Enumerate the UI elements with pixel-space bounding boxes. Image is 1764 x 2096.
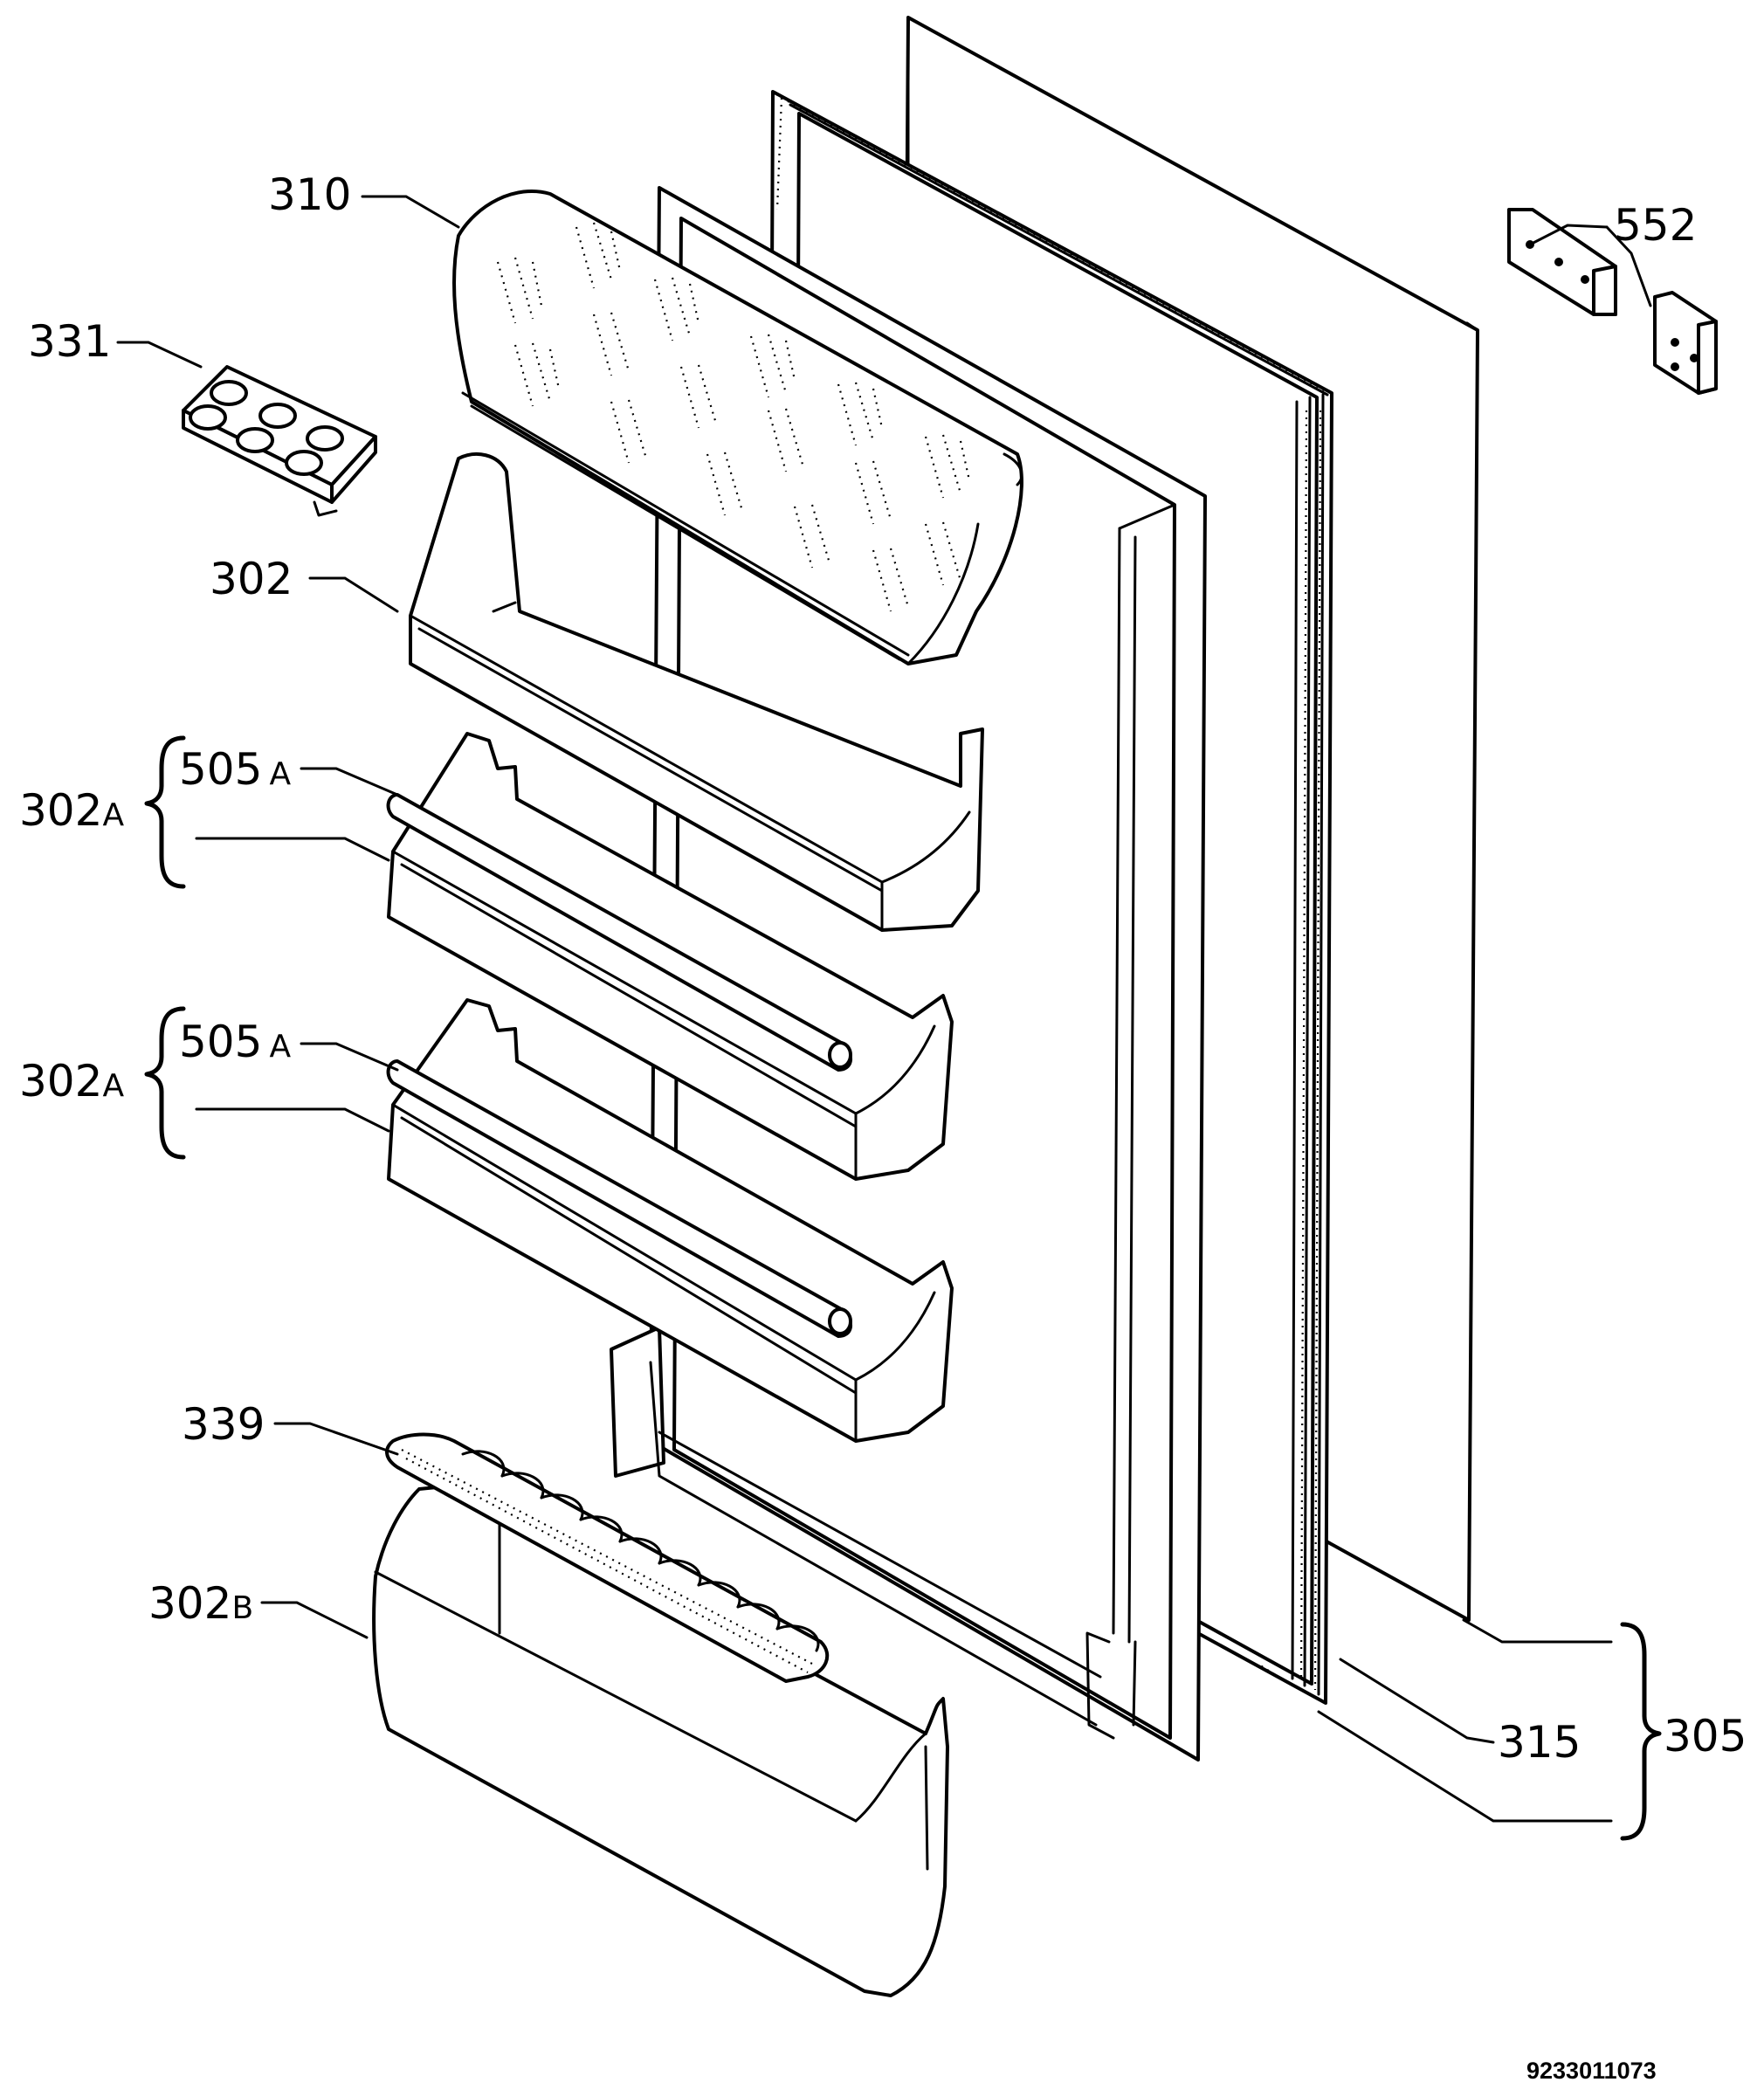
hinge-bracket-upper <box>1507 208 1617 316</box>
label-302: 302 <box>210 554 293 604</box>
brace-305 <box>1620 1622 1662 1841</box>
leader-lines <box>116 195 1652 1823</box>
label-302a-upper: 302A <box>19 785 124 836</box>
label-331: 331 <box>28 316 111 367</box>
label-315: 315 <box>1498 1717 1581 1768</box>
document-number: 9233011073 <box>1526 2058 1657 2084</box>
label-552: 552 <box>1614 200 1697 251</box>
liner-bottom-recess <box>610 1326 1102 1727</box>
dairy-compartment-cover <box>452 189 1023 665</box>
bottle-retainer-339 <box>385 1432 830 1683</box>
brace-302a-upper <box>144 735 186 889</box>
door-shelf-302a-upper <box>386 732 954 1181</box>
hinge-bracket-lower <box>1653 291 1718 395</box>
label-302a-lower: 302A <box>19 1056 124 1107</box>
label-310: 310 <box>268 169 351 220</box>
label-302b: 302B <box>148 1578 253 1629</box>
shelf-rail-505a-lower <box>386 1059 852 1338</box>
bottle-shelf-302b <box>372 1432 949 1997</box>
door-shelf-302 <box>409 452 984 932</box>
egg-tray <box>182 365 377 517</box>
vent-slots <box>496 222 971 612</box>
door-shelf-302a-lower <box>386 998 954 1443</box>
shelf-rail-505a-upper <box>386 793 852 1072</box>
label-305: 305 <box>1664 1711 1747 1762</box>
brace-302a-lower <box>144 1006 186 1160</box>
label-339: 339 <box>182 1399 265 1450</box>
